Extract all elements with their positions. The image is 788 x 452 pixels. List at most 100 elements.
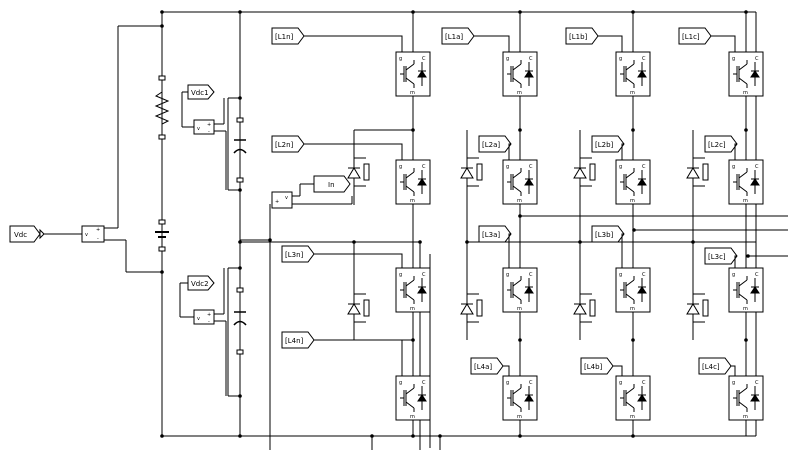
in-measurement: + v In <box>269 175 353 450</box>
junction-dot <box>632 228 636 232</box>
svg-text:C: C <box>422 56 426 62</box>
goto-label-L1c: [L1c] <box>682 33 700 41</box>
clamp-diode-n-lower <box>347 293 370 323</box>
svg-text:m: m <box>410 414 415 420</box>
svg-text:g: g <box>399 380 402 386</box>
junction-dot <box>238 394 242 398</box>
svg-text:C: C <box>755 272 759 278</box>
svg-text:v: v <box>285 195 288 201</box>
junction-dot <box>631 128 635 132</box>
junction-dot <box>744 338 748 342</box>
svg-text:m: m <box>517 198 522 204</box>
svg-text:C: C <box>422 272 426 278</box>
svg-text:C: C <box>529 272 533 278</box>
igbt-n-4: g Cm <box>395 368 431 428</box>
junction-dot <box>631 338 635 342</box>
svg-text:m: m <box>630 90 635 96</box>
svg-text:g: g <box>506 56 509 62</box>
clamp-diode-c-lower <box>686 293 709 323</box>
svg-text:g: g <box>399 164 402 170</box>
goto-label-L4n: [L4n] <box>285 337 304 345</box>
junction-dot <box>238 434 242 438</box>
svg-text:-: - <box>208 129 210 135</box>
gate-goto-layer: [L1n][L2n][L3n][L4n][L1a][L2a][L3a][L4a]… <box>271 27 738 376</box>
junction-dot <box>238 266 242 270</box>
goto-label-L1a: [L1a] <box>445 33 463 41</box>
svg-text:v: v <box>197 126 200 132</box>
svg-text:g: g <box>732 56 735 62</box>
goto-label-L3b: [L3b] <box>595 231 614 239</box>
junction-dot <box>411 128 415 132</box>
junction-dot <box>411 434 415 438</box>
gate-goto-L4a: [L4a] <box>470 357 510 376</box>
svg-text:C: C <box>422 164 426 170</box>
svg-text:C: C <box>422 380 426 386</box>
svg-text:m: m <box>630 414 635 420</box>
svg-text:m: m <box>630 198 635 204</box>
igbt-c-3: g Cm <box>728 260 764 320</box>
junction-dot <box>370 434 374 438</box>
svg-text:g: g <box>732 272 735 278</box>
junction-dot <box>691 240 695 244</box>
gate-goto-L3b: [L3b] <box>591 225 625 268</box>
svg-text:C: C <box>642 272 646 278</box>
gate-goto-L3c: [L3c] <box>704 247 738 268</box>
svg-text:g: g <box>506 164 509 170</box>
svg-text:+: + <box>275 199 279 205</box>
junction-dot <box>418 240 422 244</box>
svg-text:g: g <box>619 56 622 62</box>
junction-dot <box>746 254 750 258</box>
goto-label-L3a: [L3a] <box>482 231 500 239</box>
junction-dot <box>518 338 522 342</box>
svg-text:+: + <box>96 227 100 233</box>
junction-dot <box>160 10 164 14</box>
junction-layer <box>160 10 750 438</box>
svg-text:+: + <box>207 122 211 128</box>
junction-dot <box>411 338 415 342</box>
svg-text:g: g <box>619 380 622 386</box>
junction-dot <box>744 128 748 132</box>
svg-text:m: m <box>743 414 748 420</box>
goto-label-L2a: [L2a] <box>482 141 500 149</box>
vdc-measurement: v + - Vdc <box>9 225 105 243</box>
goto-label-L4a: [L4a] <box>474 363 492 371</box>
junction-dot <box>160 24 164 28</box>
gate-goto-L1b: [L1b] <box>565 27 623 52</box>
svg-text:m: m <box>743 306 748 312</box>
gate-goto-L2b: [L2b] <box>591 135 625 160</box>
svg-text:m: m <box>517 414 522 420</box>
igbt-b-2: g Cm <box>615 152 651 212</box>
svg-text:m: m <box>517 306 522 312</box>
gate-goto-L3n: [L3n] <box>281 245 403 268</box>
gate-goto-L4b: [L4b] <box>580 357 623 376</box>
svg-text:g: g <box>619 164 622 170</box>
junction-dot <box>411 10 415 14</box>
clamp-diode-n-upper <box>347 157 370 187</box>
dc-link-capacitors <box>227 97 247 397</box>
svg-text:+: + <box>207 312 211 318</box>
svg-text:m: m <box>743 90 748 96</box>
svg-text:-: - <box>97 236 99 242</box>
junction-dot <box>238 240 242 244</box>
junction-dot <box>518 434 522 438</box>
svg-text:C: C <box>755 164 759 170</box>
svg-text:C: C <box>755 56 759 62</box>
goto-label-L3n: [L3n] <box>285 251 304 259</box>
gate-goto-L2c: [L2c] <box>704 135 738 160</box>
clamp-diode-b-lower <box>573 293 596 323</box>
junction-dot <box>465 240 469 244</box>
svg-text:C: C <box>529 56 533 62</box>
vdc2-measurement: v + - Vdc2 <box>179 268 227 396</box>
igbt-c-1: g Cm <box>728 44 764 104</box>
svg-text:m: m <box>630 306 635 312</box>
svg-text:C: C <box>642 164 646 170</box>
gate-goto-L3a: [L3a] <box>478 225 512 268</box>
gate-goto-L1n: [L1n] <box>271 27 403 52</box>
